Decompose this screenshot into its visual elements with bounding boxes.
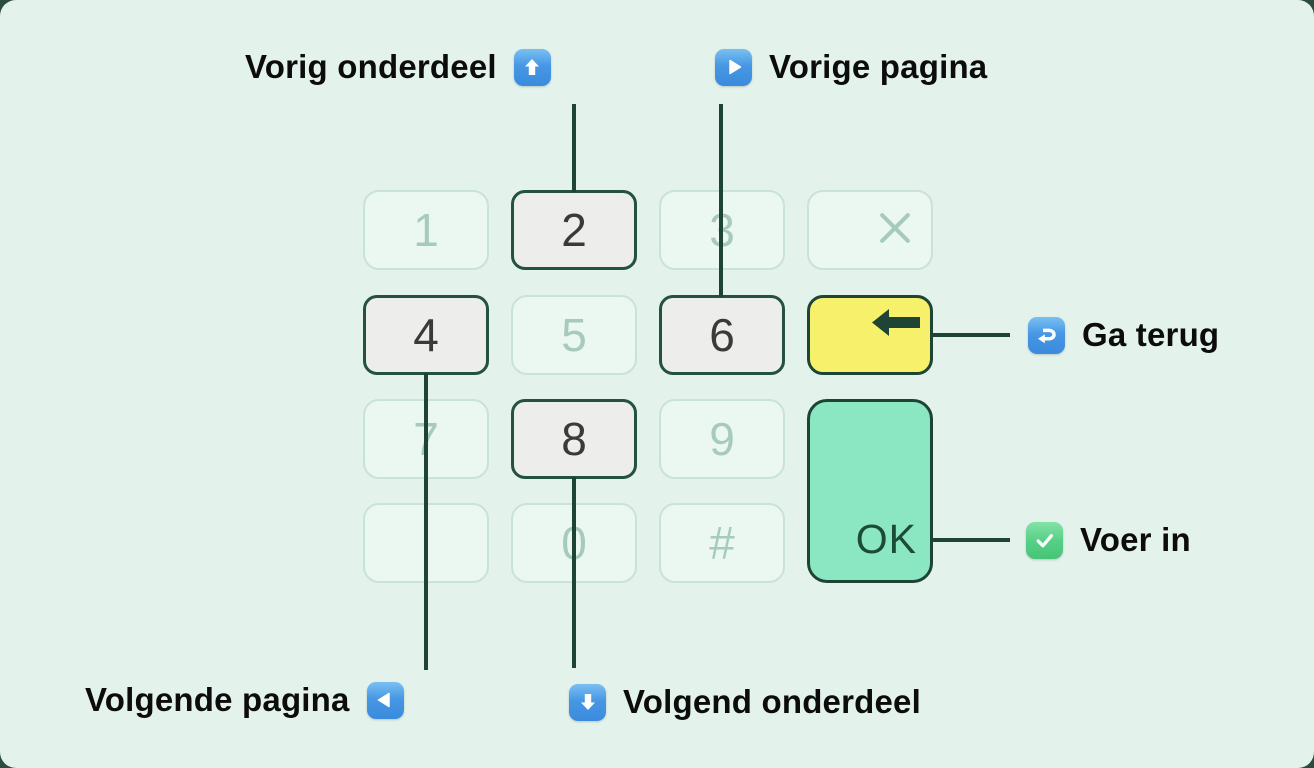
key-8-label: 8 — [561, 413, 587, 465]
key-close[interactable] — [807, 190, 933, 270]
label-prev-page: Vorige pagina — [715, 48, 987, 86]
label-go-back-text: Ga terug — [1082, 316, 1220, 353]
connector-line-prev-section — [572, 104, 576, 192]
key-6-label: 6 — [709, 309, 735, 361]
key-ok[interactable]: OK — [807, 399, 933, 583]
key-9-label: 9 — [709, 413, 735, 465]
key-4[interactable]: 4 — [363, 295, 489, 375]
backspace-left-arrow-icon — [872, 309, 920, 341]
label-next-page-text: Volgende pagina — [85, 681, 350, 718]
down-arrow-icon — [569, 683, 606, 721]
label-prev-page-text: Vorige pagina — [769, 48, 988, 85]
return-arrow-icon — [1028, 316, 1065, 354]
key-2-label: 2 — [561, 204, 587, 256]
key-5[interactable]: 5 — [511, 295, 637, 375]
label-prev-section: Vorig onderdeel — [245, 48, 551, 86]
connector-line-next-page — [424, 373, 428, 670]
connector-line-go-back — [930, 333, 1010, 337]
key-backspace[interactable] — [807, 295, 933, 375]
label-next-page: Volgende pagina — [85, 681, 404, 719]
key-1[interactable]: 1 — [363, 190, 489, 270]
key-2[interactable]: 2 — [511, 190, 637, 270]
key-hash[interactable]: # — [659, 503, 785, 583]
play-icon — [715, 48, 752, 86]
left-triangle-icon — [366, 681, 404, 719]
key-5-label: 5 — [561, 309, 587, 361]
label-go-back: Ga terug — [1028, 316, 1219, 354]
label-prev-section-text: Vorig onderdeel — [245, 48, 497, 85]
label-next-section-text: Volgend onderdeel — [623, 683, 921, 720]
key-hash-label: # — [709, 517, 735, 569]
connector-line-enter — [930, 538, 1010, 542]
key-8[interactable]: 8 — [511, 399, 637, 479]
key-ok-label: OK — [855, 516, 917, 562]
connector-line-next-section — [572, 477, 576, 668]
check-icon — [1026, 521, 1063, 559]
up-arrow-icon — [513, 48, 551, 86]
close-x-icon — [873, 206, 917, 255]
label-enter: Voer in — [1026, 521, 1191, 559]
key-4-label: 4 — [413, 309, 439, 361]
label-next-section: Volgend onderdeel — [569, 683, 921, 721]
key-1-label: 1 — [413, 204, 439, 256]
label-enter-text: Voer in — [1080, 521, 1191, 558]
key-6[interactable]: 6 — [659, 295, 785, 375]
connector-line-prev-page — [719, 104, 723, 297]
key-9[interactable]: 9 — [659, 399, 785, 479]
